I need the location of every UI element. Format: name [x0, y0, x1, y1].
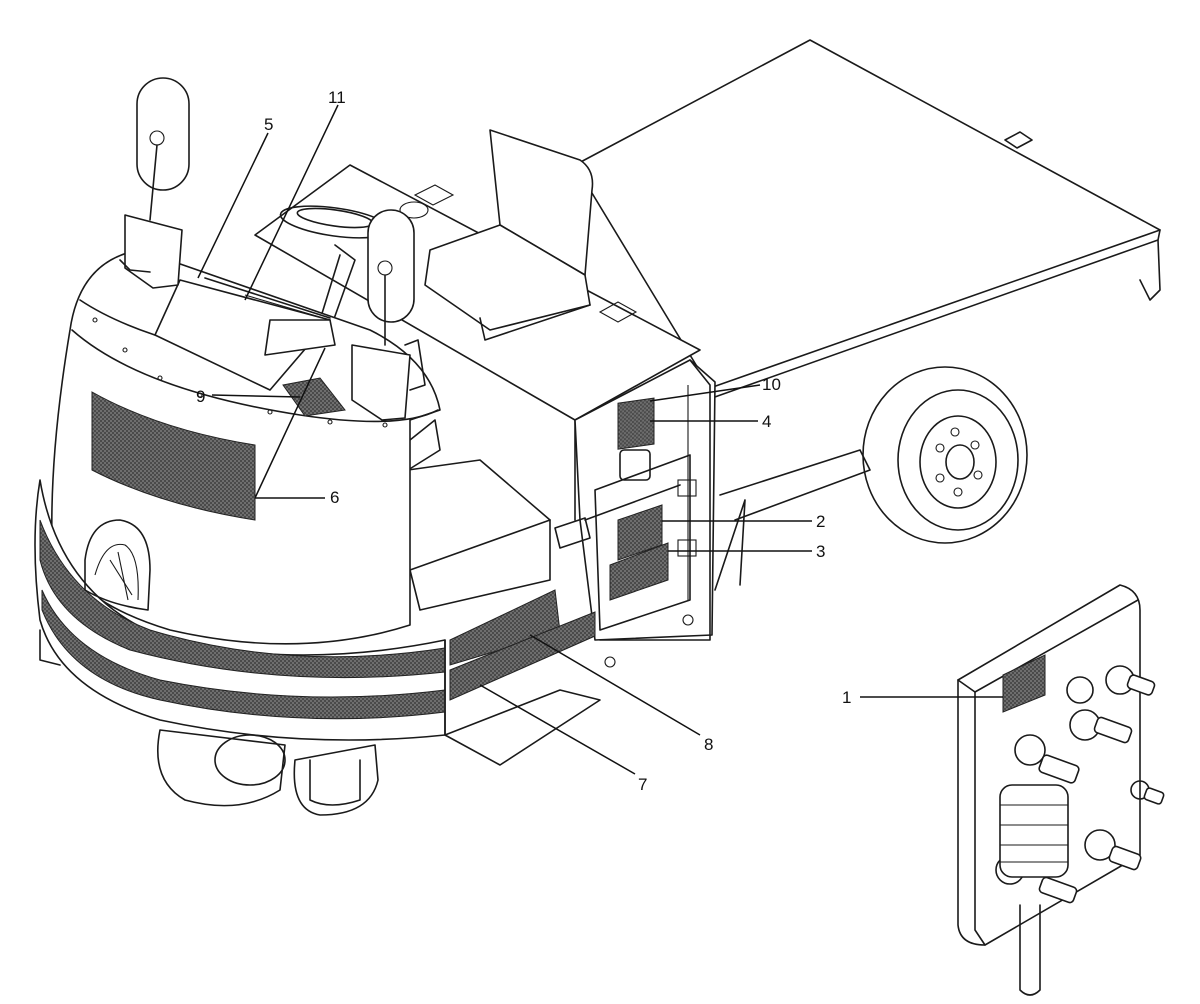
terminal-studs [995, 665, 1165, 904]
callout-7: 7 [638, 775, 647, 794]
decal-1 [1002, 654, 1046, 713]
side-panel [554, 449, 697, 668]
callout-5: 5 [264, 115, 273, 134]
chassis-rail [719, 449, 871, 521]
callout-9: 9 [196, 387, 205, 406]
terminal-board-inset [957, 584, 1165, 996]
hinge-left [413, 184, 455, 206]
right-mirror [351, 209, 426, 421]
callout-1: 1 [842, 688, 851, 707]
callout-11: 11 [328, 88, 346, 107]
callout-3: 3 [816, 542, 825, 561]
callout-10: 10 [762, 375, 781, 394]
left-mirror [119, 77, 190, 289]
callout-4: 4 [762, 412, 771, 431]
chassis-bracket [714, 499, 746, 591]
headlight [84, 519, 151, 611]
bumper [34, 479, 601, 766]
callout-8: 8 [704, 735, 713, 754]
decal-4 [617, 397, 655, 450]
decal-8-lower [449, 611, 596, 701]
front-wheels [39, 629, 379, 816]
leader-lines [197, 104, 1003, 775]
hinge-right [598, 301, 638, 323]
callout-6: 6 [330, 488, 339, 507]
dash-panel [154, 277, 336, 391]
callout-2: 2 [816, 512, 825, 531]
fuse-holder [999, 784, 1069, 878]
battery-tray [407, 419, 551, 611]
rear-wheel [862, 366, 1028, 544]
operator-seat [424, 129, 594, 341]
decal-6 [91, 391, 256, 521]
decal-3 [609, 542, 669, 601]
